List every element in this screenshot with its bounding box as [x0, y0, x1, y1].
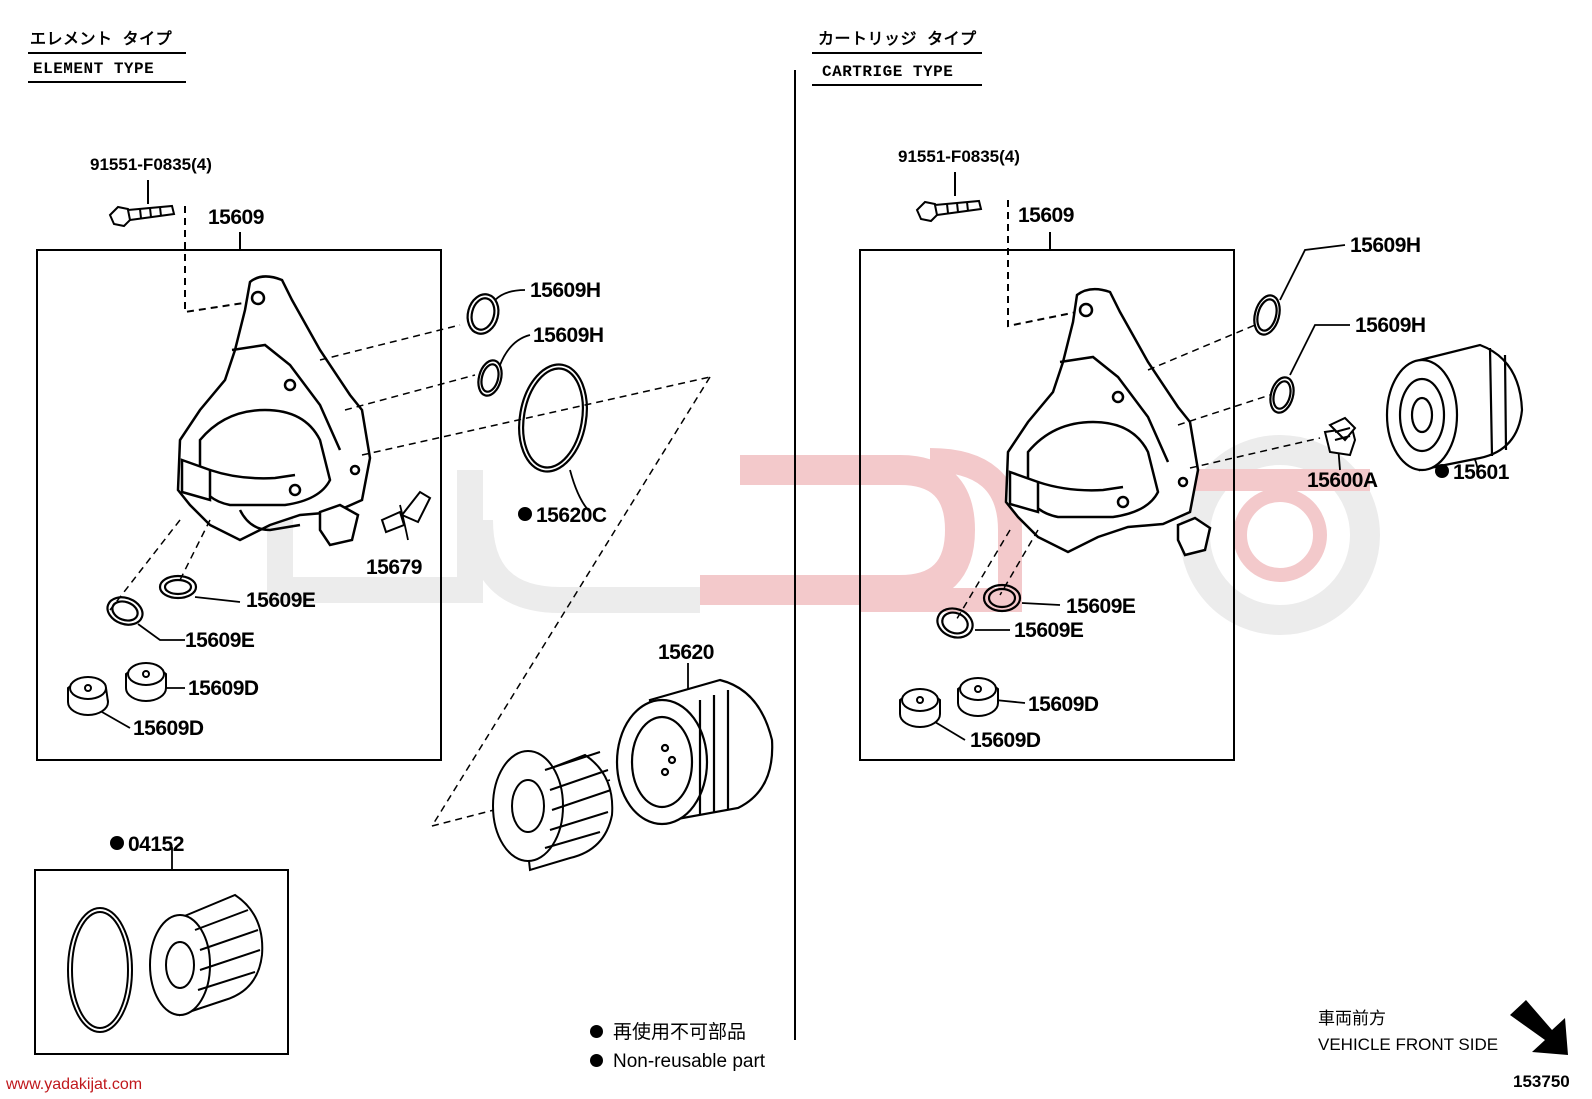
label-15609d-1: 15609D: [188, 677, 259, 700]
spin-on-filter-icon: [1385, 343, 1524, 472]
right-assembly-label: 15609: [1018, 204, 1074, 227]
label-15609d-1-right: 15609D: [1028, 693, 1099, 716]
filter-cap-icon: [615, 678, 774, 826]
left-header-underline-2: [28, 81, 186, 83]
o-ring-icons-left: [106, 293, 588, 626]
filter-element-icon: [492, 750, 614, 872]
label-15609d-2: 15609D: [133, 717, 204, 740]
label-15609e-1: 15609E: [246, 589, 316, 612]
leader-lines-right: [954, 324, 1321, 623]
leader-lines-left: [109, 324, 711, 827]
legend-en-text: Non-reusable part: [613, 1051, 766, 1072]
legend-en: Non-reusable part: [590, 1052, 765, 1071]
label-15609h-lower: 15609H: [533, 324, 604, 347]
label-04152-text: 04152: [128, 833, 184, 856]
filter-housing-left: [176, 275, 372, 547]
label-15601-text: 15601: [1453, 461, 1509, 484]
right-bolt-label: 91551-F0835(4): [898, 147, 1020, 166]
left-header-en: ELEMENT TYPE: [33, 60, 155, 78]
union-bolt-icon: [1323, 416, 1357, 457]
non-reusable-dot-icon: [1435, 464, 1449, 479]
legend-dot-icon: [590, 1025, 603, 1039]
legend-jp: 再使用不可部品: [590, 1023, 746, 1042]
left-bolt-label: 91551-F0835(4): [90, 155, 212, 174]
label-15609e-2: 15609E: [185, 629, 255, 652]
kit-bracket: [34, 869, 289, 1055]
right-header-underline-2: [812, 84, 982, 86]
legend-dot-icon: [590, 1054, 603, 1068]
label-15620c-text: 15620C: [536, 504, 607, 527]
watermark-url-link[interactable]: www.yadakijat.com: [6, 1076, 143, 1093]
right-header-jp: カートリッジ タイプ: [818, 31, 977, 49]
plug-icons-left: [67, 662, 167, 716]
bolt-icon-right: [915, 172, 983, 223]
filter-housing-right: [1004, 287, 1212, 557]
plug-icons-right: [899, 677, 999, 728]
direction-en: VEHICLE FRONT SIDE: [1318, 1035, 1499, 1054]
right-header-underline: [812, 52, 982, 54]
direction-jp: 車両前方: [1318, 1009, 1386, 1028]
front-direction-arrow-icon: [1510, 1000, 1568, 1055]
label-15601: 15601: [1435, 462, 1509, 483]
diagram-id: 153750: [1513, 1072, 1570, 1091]
label-15609e-2-right: 15609E: [1014, 619, 1084, 642]
label-15609h-upper-right: 15609H: [1350, 234, 1421, 257]
label-15609e-1-right: 15609E: [1066, 595, 1136, 618]
left-header-underline: [28, 52, 186, 54]
label-15600a: 15600A: [1307, 469, 1378, 492]
right-header-en: CARTRIGE TYPE: [822, 63, 954, 81]
label-15620: 15620: [658, 641, 714, 664]
label-leaders-left: [94, 289, 689, 870]
left-assembly-label: 15609: [208, 206, 264, 229]
legend-jp-text: 再使用不可部品: [613, 1022, 747, 1043]
left-header-jp: エレメント タイプ: [30, 31, 173, 49]
bolt-icon: [108, 180, 176, 228]
non-reusable-dot-icon: [110, 836, 124, 851]
label-15620c: 15620C: [518, 505, 607, 526]
union-icon: [380, 490, 432, 534]
kit-parts-icon: [67, 893, 264, 1033]
non-reusable-dot-icon: [518, 507, 532, 522]
label-15609h-lower-right: 15609H: [1355, 314, 1426, 337]
assembly-bracket-right: [859, 249, 1235, 761]
label-15609h-upper: 15609H: [530, 279, 601, 302]
label-leaders-right: [934, 244, 1479, 741]
o-ring-icons-right: [936, 294, 1295, 639]
label-15609d-2-right: 15609D: [970, 729, 1041, 752]
label-04152: 04152: [110, 834, 184, 855]
label-15679: 15679: [366, 556, 422, 579]
